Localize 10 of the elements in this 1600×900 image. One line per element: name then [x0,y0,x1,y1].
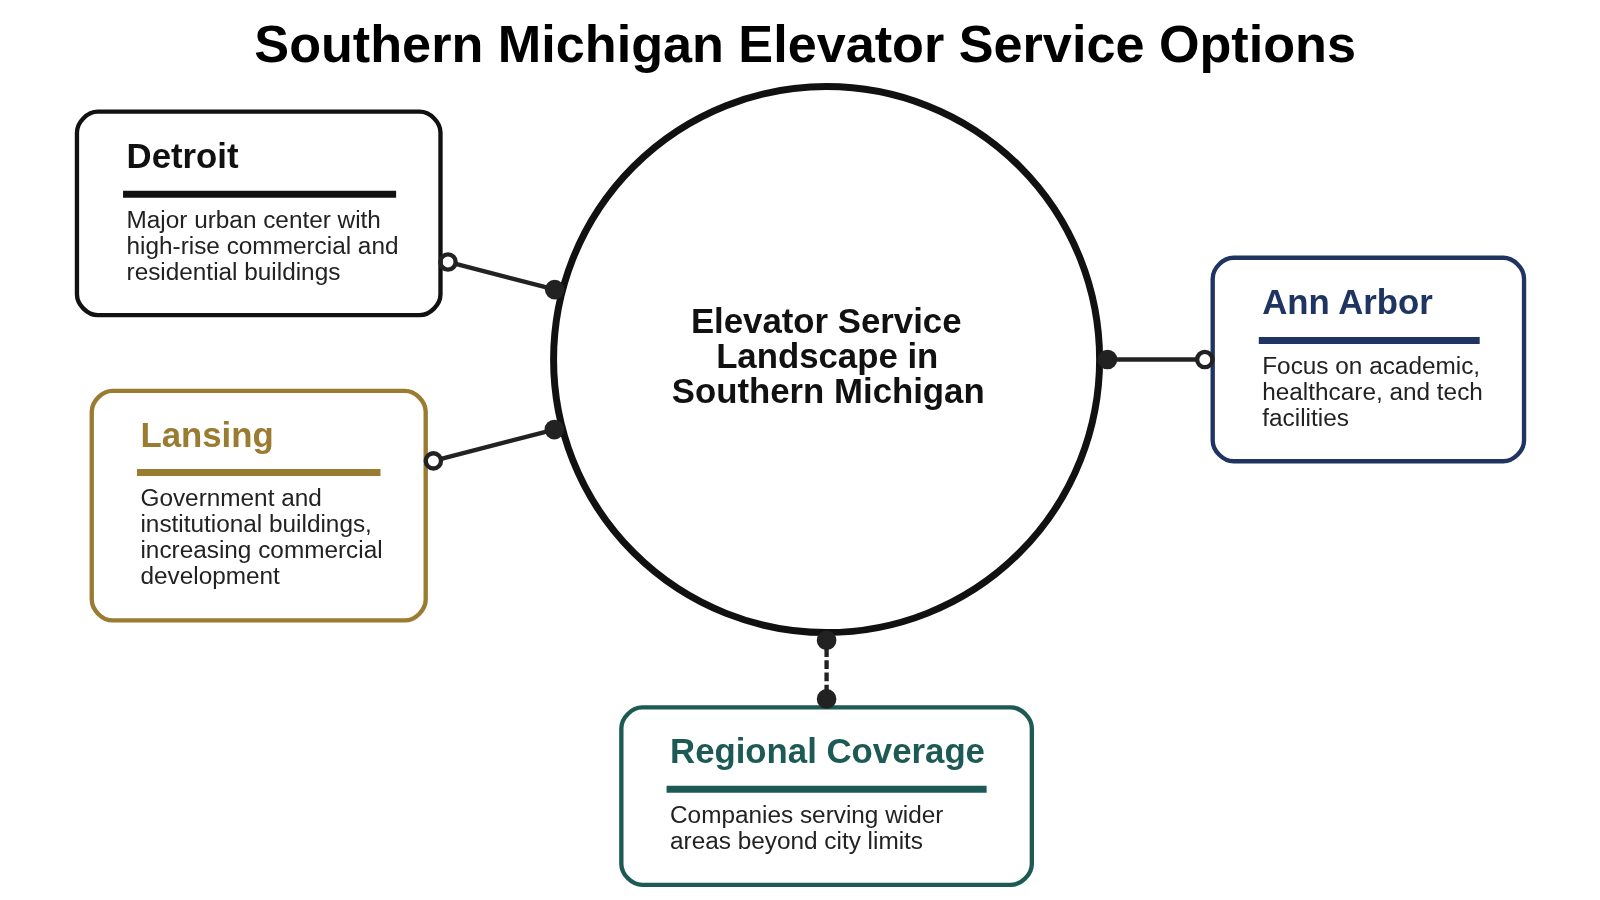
node-circle: Elevator Service Landscape in Southern Michigan [549,83,1103,637]
node-box: Lansing Government and institutional buildings, increasing commercial development [89,388,428,623]
connector [816,630,836,709]
connector [1097,349,1215,370]
connector [423,419,564,471]
node-box: Detroit Major urban center with high-rise commercial and residential buildings [74,109,443,318]
diagram-title: Southern Michigan Elevator Service Options [253,15,1356,74]
node-box: Regional Coverage Companies serving wider areas beyond city limits [618,705,1034,887]
node-box: Ann Arbor Focus on academic, healthcare, and tech facilities [1210,255,1526,464]
connector [437,252,565,300]
